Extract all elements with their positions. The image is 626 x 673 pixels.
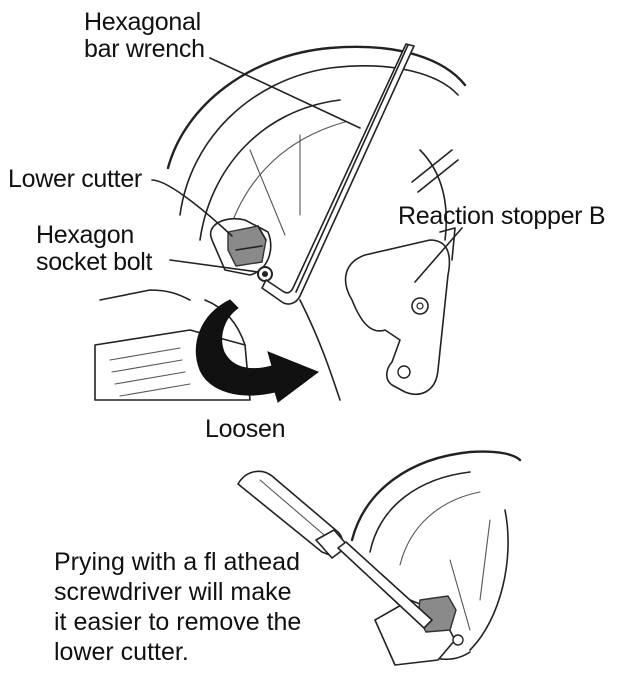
- leader-lines-top: [151, 57, 463, 283]
- label-hexagon-socket-bolt-line2: socket bolt: [36, 248, 153, 276]
- label-hexagon-socket-bolt: Hexagon socket bolt: [36, 221, 153, 276]
- screwdriver-note: Prying with a fl athead screwdriver will…: [54, 547, 324, 671]
- label-loosen: Loosen: [205, 415, 286, 443]
- loosen-arrow-icon: [195, 299, 320, 403]
- label-hexagon-socket-bolt-line1: Hexagon: [36, 221, 134, 249]
- lower-cutter-part: [209, 218, 272, 276]
- label-hexagonal-bar-wrench-line2: bar wrench: [84, 35, 205, 63]
- note-line-4: lower cutter.: [54, 638, 189, 666]
- label-hexagonal-bar-wrench: Hexagonal bar wrench: [84, 9, 205, 63]
- flathead-screwdriver: [237, 470, 433, 629]
- label-lower-cutter: Lower cutter: [8, 165, 142, 193]
- hex-socket-bolt: [257, 266, 273, 282]
- reaction-stopper-b: [344, 227, 456, 395]
- blade-housing: [166, 45, 467, 246]
- note-line-3: it easier to remove the: [54, 608, 302, 636]
- label-hexagonal-bar-wrench-line1: Hexagonal: [84, 8, 201, 36]
- note-line-1: Prying with a fl athead: [54, 548, 300, 576]
- hex-bar-wrench: [261, 43, 415, 305]
- label-reaction-stopper-b: Reaction stopper B: [398, 202, 606, 230]
- blade-housing-bottom: [350, 450, 522, 666]
- note-line-2: screwdriver will make: [54, 578, 292, 606]
